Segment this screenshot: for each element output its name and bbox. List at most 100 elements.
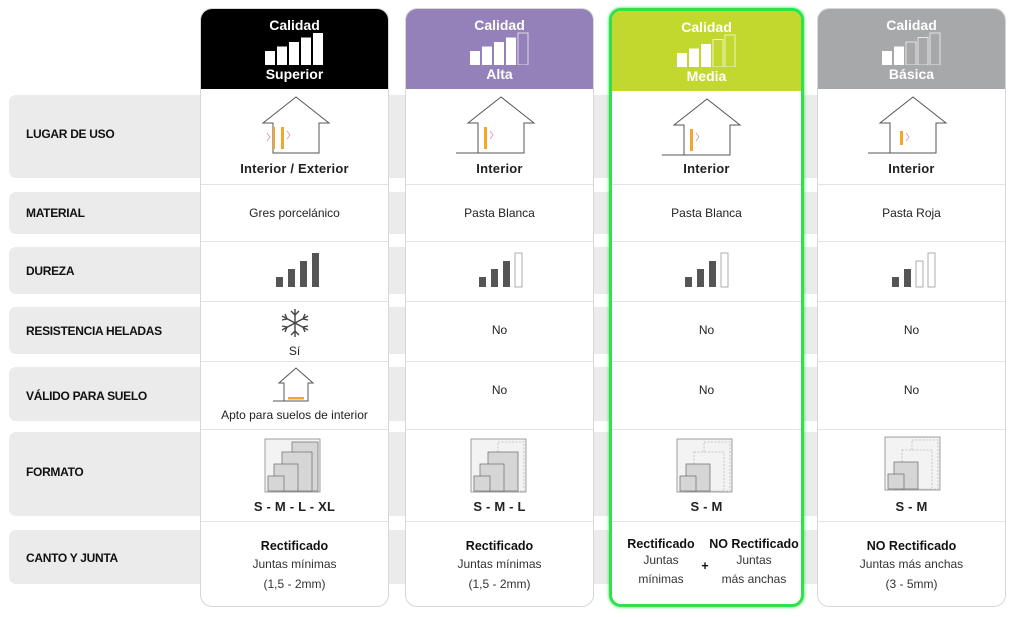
uso-value: Interior xyxy=(683,161,730,176)
hardness-bar xyxy=(915,260,924,288)
divider xyxy=(612,184,801,185)
divider xyxy=(406,429,593,430)
formato-value: S - M xyxy=(895,499,928,514)
row-label-valido-para-suelo: VÁLIDO PARA SUELO xyxy=(26,389,147,403)
suelo-value: Apto para suelos de interior xyxy=(221,408,368,422)
canto-b-line2: más anchas xyxy=(721,572,787,586)
floor-house-icon xyxy=(273,367,315,402)
hardness-bars-icon xyxy=(685,252,729,288)
divider xyxy=(818,241,1005,242)
quality-bar xyxy=(929,32,940,65)
quality-bar xyxy=(700,44,711,67)
format-square xyxy=(887,473,905,490)
canto-option-no-rectificado: NO Rectificado Juntas más anchas xyxy=(708,537,800,589)
hardness-bar xyxy=(479,277,486,287)
divider xyxy=(406,521,593,522)
quality-bars-icon xyxy=(881,32,940,65)
quality-bars-icon xyxy=(676,34,735,67)
quality-bar xyxy=(688,48,699,67)
canto-b-title: NO Rectificado xyxy=(709,537,799,551)
quality-bar xyxy=(312,33,323,65)
canto-title: Rectificado xyxy=(465,539,534,553)
header-title: Calidad xyxy=(474,17,525,33)
column-calidad-alta: Calidad Alta Interior Pasta Blanca No No… xyxy=(405,8,594,607)
suelo-value: No xyxy=(903,383,920,397)
canto-line2: (3 - 5mm) xyxy=(885,577,938,591)
material-value: Pasta Roja xyxy=(882,206,941,220)
divider xyxy=(818,429,1005,430)
quality-bar xyxy=(264,51,275,65)
canto-a-line2: mínimas xyxy=(638,572,684,586)
quality-bar xyxy=(493,42,504,65)
column-calidad-basica: Calidad Básica Interior Pasta Roja No No… xyxy=(817,8,1006,607)
divider xyxy=(201,241,388,242)
divider xyxy=(406,184,593,185)
row-label-canto-y-junta: CANTO Y JUNTA xyxy=(26,551,118,565)
quality-bar xyxy=(505,37,516,65)
column-header: Calidad Alta xyxy=(406,9,593,89)
row-label-material: MATERIAL xyxy=(26,206,85,220)
column-header: Calidad Media xyxy=(612,11,801,91)
quality-bar xyxy=(300,37,311,65)
header-level: Alta xyxy=(486,66,513,82)
quality-bar xyxy=(724,34,735,67)
quality-bar xyxy=(288,42,299,65)
header-level: Superior xyxy=(265,66,324,82)
hardness-bar xyxy=(685,277,692,287)
hardness-bar xyxy=(503,261,510,287)
suelo-value: No xyxy=(491,383,508,397)
header-title: Calidad xyxy=(886,17,937,33)
canto-line2: (1,5 - 2mm) xyxy=(263,577,326,591)
hardness-bars-icon xyxy=(892,252,936,288)
canto-title: Rectificado xyxy=(260,539,329,553)
divider xyxy=(201,521,388,522)
heladas-value: No xyxy=(698,323,715,337)
header-level: Media xyxy=(686,68,727,84)
hardness-bar xyxy=(288,269,295,287)
divider xyxy=(612,429,801,430)
hardness-bar xyxy=(709,261,716,287)
column-header: Calidad Básica xyxy=(818,9,1005,89)
quality-bar xyxy=(881,51,892,65)
uso-value: Interior xyxy=(888,161,935,176)
material-value: Pasta Blanca xyxy=(671,206,742,220)
canto-a-title: Rectificado xyxy=(627,537,695,551)
heladas-value: Sí xyxy=(288,344,301,358)
divider xyxy=(612,301,801,302)
column-calidad-media: Calidad Media Interior Pasta Blanca No N… xyxy=(609,8,804,607)
column-header: Calidad Superior xyxy=(201,9,388,89)
row-label-resistencia-heladas: RESISTENCIA HELADAS xyxy=(26,324,162,338)
quality-bar xyxy=(469,51,480,65)
divider xyxy=(406,241,593,242)
divider xyxy=(406,301,593,302)
canto-line1: Juntas mínimas xyxy=(457,557,542,571)
quality-bar xyxy=(481,46,492,65)
house-icon xyxy=(261,96,331,154)
canto-line2: (1,5 - 2mm) xyxy=(468,577,531,591)
format-squares-icon xyxy=(264,438,321,493)
house-icon xyxy=(456,96,536,154)
canto-title: NO Rectificado xyxy=(866,539,957,553)
divider xyxy=(201,184,388,185)
header-title: Calidad xyxy=(269,17,320,33)
divider xyxy=(201,429,388,430)
divider xyxy=(612,521,801,522)
format-square xyxy=(473,475,491,492)
format-square xyxy=(679,475,697,492)
divider xyxy=(201,301,388,302)
hardness-bar xyxy=(720,252,729,288)
hardness-bar xyxy=(904,269,911,287)
quality-bar xyxy=(893,46,904,65)
formato-value: S - M xyxy=(690,499,723,514)
hardness-bar xyxy=(927,252,936,288)
canto-option-rectificado: Rectificado Juntas mínimas xyxy=(616,537,706,589)
format-squares-icon xyxy=(884,436,941,491)
divider xyxy=(612,241,801,242)
row-label-lugar-de-uso: LUGAR DE USO xyxy=(26,127,115,141)
header-level: Básica xyxy=(888,66,935,82)
canto-plus: + xyxy=(701,559,709,573)
hardness-bar xyxy=(892,277,899,287)
quality-bar xyxy=(905,41,916,65)
snowflake-icon xyxy=(281,309,309,337)
